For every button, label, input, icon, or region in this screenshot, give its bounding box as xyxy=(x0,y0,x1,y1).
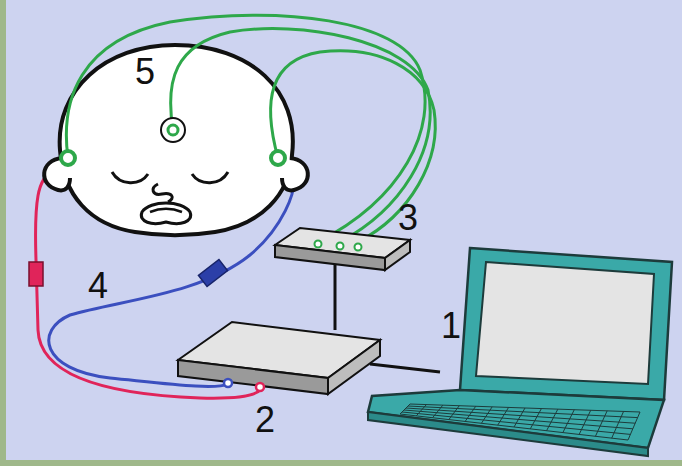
key-grid-line xyxy=(514,408,525,427)
key-grid-line xyxy=(595,411,607,436)
device-box-side xyxy=(328,340,380,394)
closed-eye xyxy=(192,172,228,183)
electrode xyxy=(61,151,75,165)
keyboard xyxy=(400,404,640,440)
callout-number: 3 xyxy=(398,200,418,236)
key-grid-line xyxy=(563,410,574,433)
callout-number: 2 xyxy=(255,402,275,438)
key-grid-line xyxy=(579,410,591,434)
key-grid-line xyxy=(416,405,426,416)
edge-strip xyxy=(0,460,682,466)
electrode-pad xyxy=(161,118,185,142)
right-ear xyxy=(282,158,308,190)
key-grid-line xyxy=(449,406,459,420)
electrodes xyxy=(61,118,285,165)
key-grid-line xyxy=(465,406,476,421)
edge-strip xyxy=(0,0,6,466)
input-socket xyxy=(224,379,232,387)
callout-number: 4 xyxy=(88,268,108,304)
input-pin xyxy=(355,244,362,251)
device-box-front xyxy=(178,360,328,394)
red-connector xyxy=(29,262,43,286)
key-grid-line xyxy=(612,411,624,438)
nose xyxy=(153,184,172,202)
input-pin xyxy=(337,243,344,250)
small-box-side xyxy=(385,240,410,270)
electrode-wires xyxy=(66,15,435,242)
mouth-line xyxy=(150,209,182,212)
laptop-lid xyxy=(460,248,672,400)
electrode-wire xyxy=(66,15,425,242)
key-grid-line xyxy=(400,404,410,414)
input-pin xyxy=(315,241,322,248)
electrode xyxy=(168,125,178,135)
callout-number: 1 xyxy=(441,308,461,344)
cable xyxy=(370,364,440,372)
key-grid-line xyxy=(547,409,558,431)
input-socket xyxy=(256,383,264,391)
mouth xyxy=(141,203,190,224)
key-grid-line xyxy=(530,409,541,429)
key-grid-line xyxy=(498,407,509,425)
key-grid-line xyxy=(481,407,492,423)
callout-number: 5 xyxy=(135,54,155,90)
blue-connector xyxy=(198,259,227,286)
laptop-screen xyxy=(476,262,654,384)
key-grid-line xyxy=(628,412,640,440)
electrode xyxy=(271,151,285,165)
small-box-front xyxy=(275,245,385,270)
key-grid-line xyxy=(433,405,443,418)
closed-eye xyxy=(112,172,148,183)
cable xyxy=(334,264,337,330)
electrode-wire xyxy=(271,51,436,242)
